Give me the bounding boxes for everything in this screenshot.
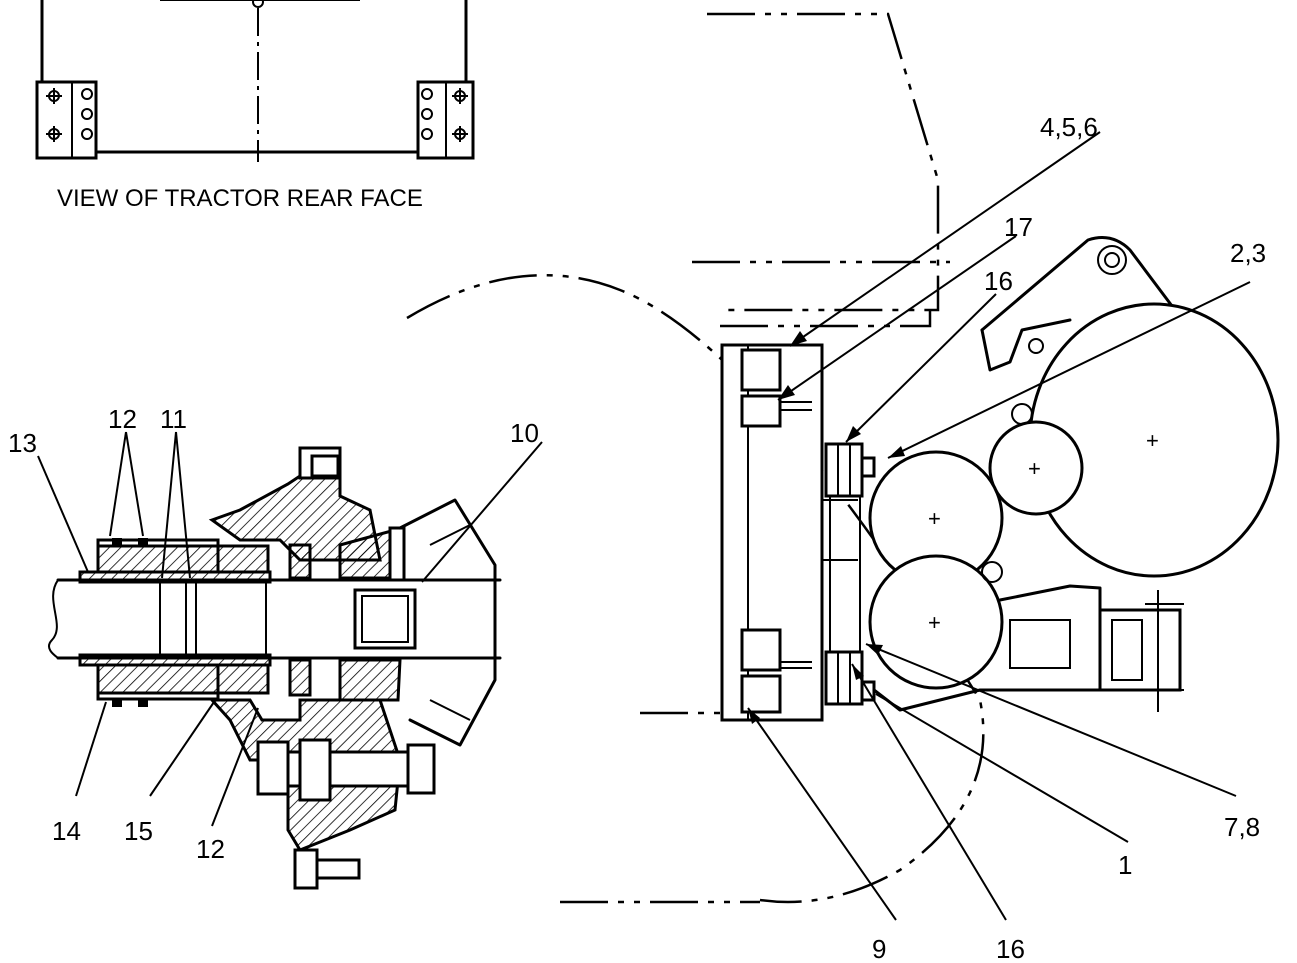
callout-15: 15 bbox=[124, 816, 153, 846]
plus-mark: + bbox=[1146, 428, 1159, 453]
right-mounting-bracket bbox=[416, 80, 475, 160]
plus-mark: + bbox=[928, 506, 941, 531]
plus-mark: + bbox=[928, 610, 941, 635]
tractor-rear-face-view: VIEW OF TRACTOR REAR FACE bbox=[35, 0, 475, 212]
callout-7-8: 7,8 bbox=[1224, 812, 1260, 842]
callout-12-bottom: 12 bbox=[196, 834, 225, 864]
callout-1: 1 bbox=[1118, 850, 1132, 880]
callout-16-upper: 16 bbox=[984, 266, 1013, 296]
callout-16-lower: 16 bbox=[996, 934, 1025, 963]
callout-10: 10 bbox=[510, 418, 539, 448]
leader-lines bbox=[37, 131, 1251, 921]
shaft-assembly-section bbox=[48, 446, 502, 890]
callout-11: 11 bbox=[160, 404, 187, 434]
callout-17: 17 bbox=[1004, 212, 1033, 242]
pump-mount-assembly: + + + + bbox=[720, 236, 1280, 722]
callout-4-5-6: 4,5,6 bbox=[1040, 112, 1098, 142]
callout-13: 13 bbox=[8, 428, 37, 458]
view-caption: VIEW OF TRACTOR REAR FACE bbox=[57, 185, 423, 212]
callout-9: 9 bbox=[872, 934, 886, 963]
phantom-lines bbox=[406, 12, 985, 904]
left-mounting-bracket bbox=[35, 80, 98, 160]
callout-2-3: 2,3 bbox=[1230, 238, 1266, 268]
plus-mark: + bbox=[1028, 456, 1041, 481]
callout-14: 14 bbox=[52, 816, 81, 846]
callout-labels: 13 12 11 10 14 15 12 4,5,6 17 16 2,3 7,8… bbox=[8, 112, 1266, 963]
callout-12-top: 12 bbox=[108, 404, 137, 434]
